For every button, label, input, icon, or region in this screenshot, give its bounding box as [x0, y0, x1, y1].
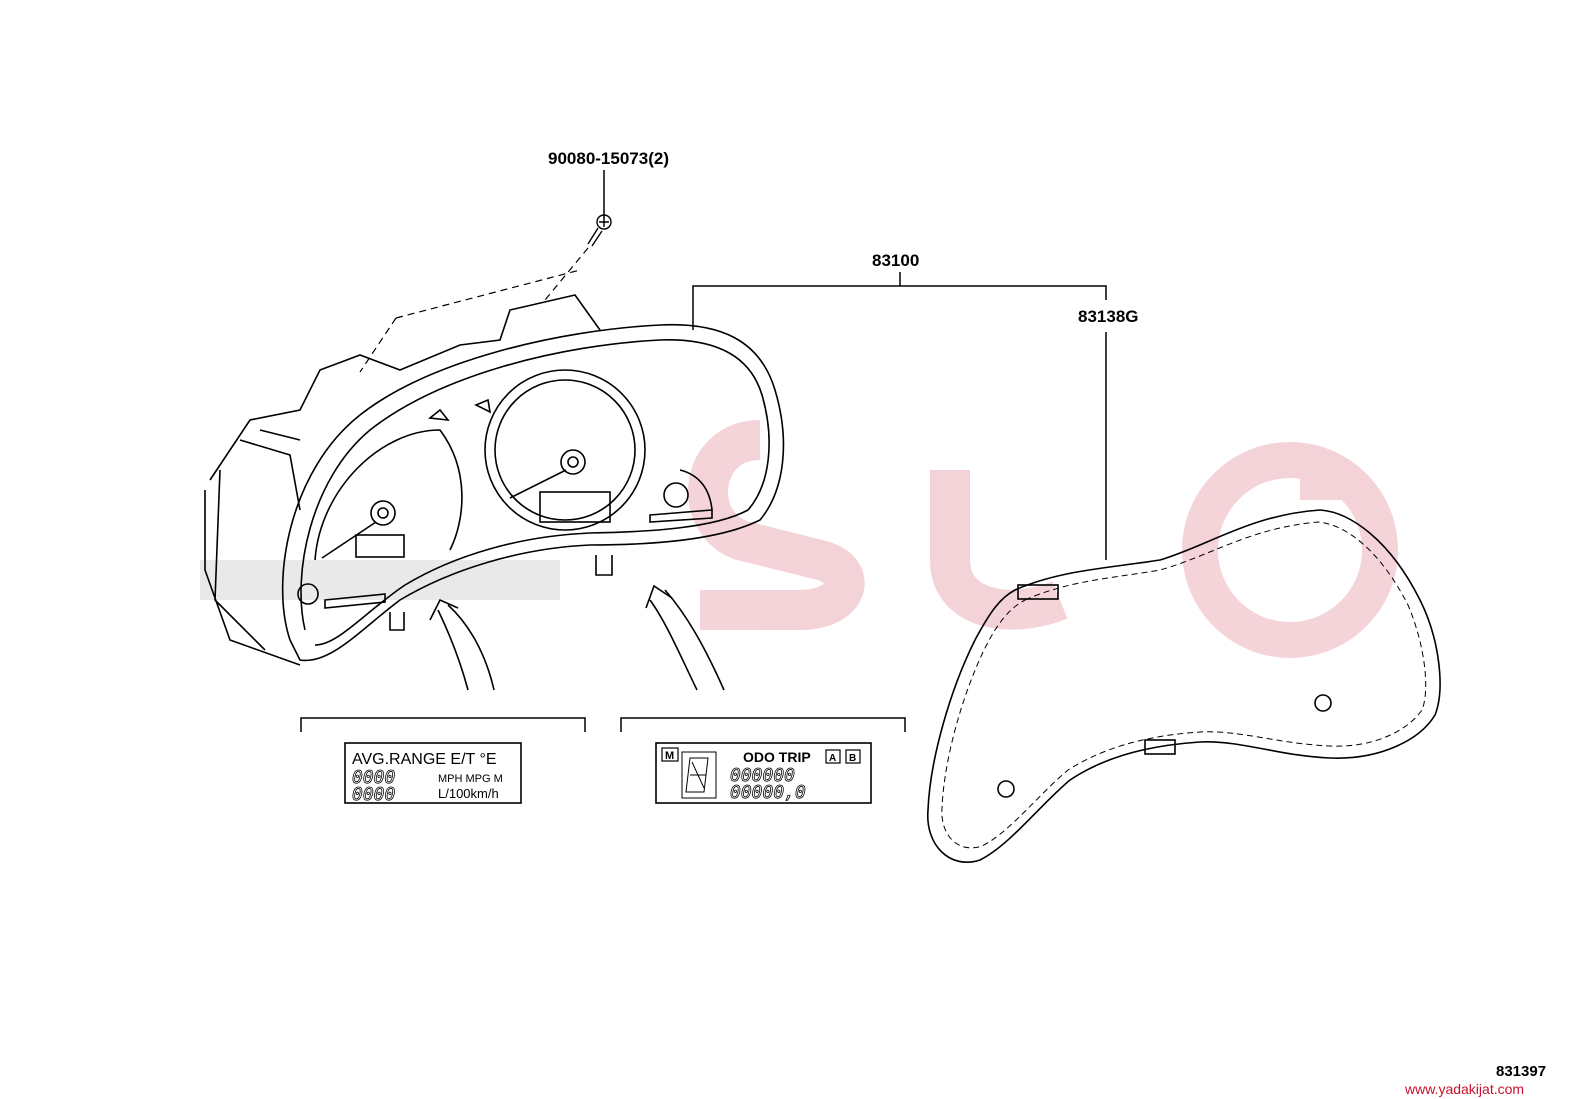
- screw-icon: [587, 214, 612, 247]
- left-display-window: [355, 534, 405, 558]
- gear-indicator-icon: [681, 751, 717, 799]
- logo-watermark: [200, 420, 1398, 658]
- meter-assy-bracket: [692, 272, 1107, 330]
- lcd-left-segments1: 0000: [352, 767, 395, 788]
- meter-glass-drawing: [927, 509, 1441, 863]
- lcd-detail-left: AVG.RANGE E/T °E 0000 0000 MPH MPG M L/1…: [344, 742, 522, 805]
- lcd-right-a-box: A: [829, 753, 836, 764]
- lcd-right-segments1: 000000: [730, 765, 795, 786]
- lcd-detail-right: M ODO TRIP A B 000000 00000,0: [655, 742, 872, 804]
- screw-dashed-path: [395, 247, 589, 319]
- part-number-glass: 83138G: [1078, 307, 1139, 326]
- right-display-window: [539, 491, 611, 523]
- website-watermark: www.yadakijat.com: [1405, 1081, 1525, 1097]
- callout-arrows: [429, 584, 725, 691]
- lcd-left-line1: AVG.RANGE E/T °E: [352, 751, 497, 768]
- right-detail-bracket: [620, 717, 906, 732]
- combination-meter-drawing: [204, 294, 785, 666]
- lcd-right-odo-trip: ODO TRIP: [743, 749, 811, 765]
- lcd-right-m-box: M: [665, 750, 674, 762]
- lcd-left-units1: MPH MPG M: [438, 773, 503, 785]
- lcd-right-segments2: 00000,0: [730, 782, 806, 803]
- lcd-left-units2: L/100km/h: [438, 786, 499, 801]
- illustration-number: 831397: [1496, 1063, 1547, 1080]
- part-number-screw: 90080-15073(2): [548, 149, 669, 168]
- lcd-left-segments2: 0000: [352, 784, 395, 805]
- part-number-meter-assy: 83100: [872, 251, 919, 270]
- lcd-right-b-box: B: [849, 753, 856, 764]
- left-detail-bracket: [300, 717, 586, 732]
